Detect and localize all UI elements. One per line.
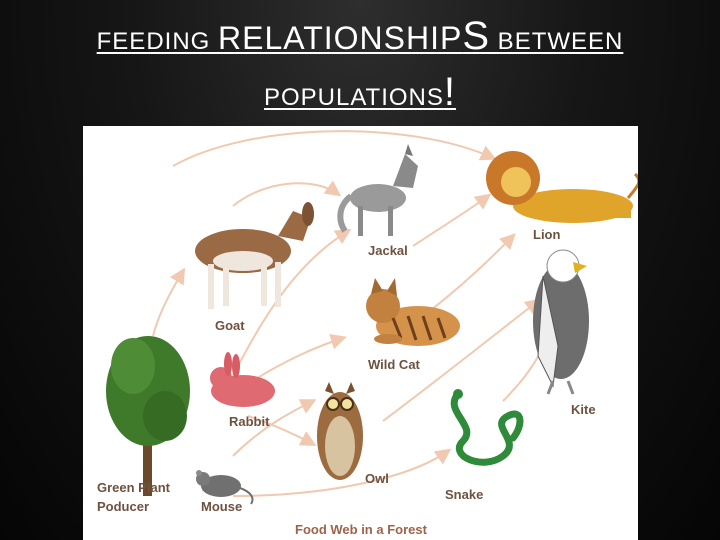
- label-lion: Lion: [533, 227, 561, 242]
- arrow-rabbit-wildcat: [247, 334, 347, 385]
- title-word-populations: POPULATIONS: [263, 84, 444, 111]
- food-web-figure: Lion Jackal Goat Wild Cat Kite Rabbit Ow…: [83, 126, 638, 540]
- green-plant-illustration: [106, 336, 190, 496]
- arrow-rabbit-owl: [247, 415, 317, 446]
- title-word-relationship: RELATIONSHIP: [217, 20, 463, 56]
- lion-illustration: [486, 151, 638, 223]
- title-letter-s: S: [462, 14, 491, 58]
- label-plant-line-2: Poducer: [97, 499, 150, 514]
- label-goat: Goat: [215, 318, 245, 333]
- goat-illustration: [195, 202, 314, 309]
- kite-illustration: [533, 249, 589, 395]
- label-snake: Snake: [445, 487, 484, 502]
- label-wild-cat: Wild Cat: [368, 357, 420, 372]
- figure-caption: Food Web in a Forest: [295, 522, 427, 537]
- label-mouse: Mouse: [201, 499, 243, 514]
- arrow-rabbit-jackal: [232, 228, 352, 377]
- title-line-1: FEEDING RELATIONSHIPS BETWEEN: [0, 14, 720, 59]
- title-line-2: POPULATIONS!: [0, 70, 720, 115]
- wildcat-illustration: [366, 278, 460, 346]
- label-owl: Owl: [365, 471, 389, 486]
- jackal-illustration: [337, 144, 418, 236]
- title-exclamation: !: [443, 70, 457, 114]
- arrow-goat-jackal: [232, 180, 342, 207]
- arrow-wildcat-lion: [422, 233, 516, 317]
- rabbit-illustration: [210, 352, 275, 407]
- label-jackal: Jackal: [368, 243, 408, 258]
- arrow-goat-lion: [172, 130, 497, 167]
- title-word-feeding: FEEDING: [96, 28, 218, 55]
- label-rabbit: Rabbit: [229, 414, 270, 429]
- food-web-drawing: [106, 130, 638, 505]
- label-plant-line-1: Green Plant: [97, 480, 170, 495]
- mouse-illustration: [196, 470, 254, 505]
- snake-illustration: [450, 389, 524, 466]
- slide-title: FEEDING RELATIONSHIPS BETWEEN POPULATION…: [0, 0, 720, 125]
- arrow-jackal-lion: [412, 193, 492, 247]
- arrow-mouse-owl: [232, 399, 317, 457]
- title-word-between: BETWEEN: [490, 28, 624, 55]
- label-kite: Kite: [571, 402, 596, 417]
- arrow-plant-goat: [152, 267, 186, 337]
- arrow-mouse-snake: [232, 448, 452, 497]
- arrow-owl-kite: [382, 298, 542, 422]
- feeding-arrows: [152, 130, 551, 497]
- owl-illustration: [317, 382, 363, 480]
